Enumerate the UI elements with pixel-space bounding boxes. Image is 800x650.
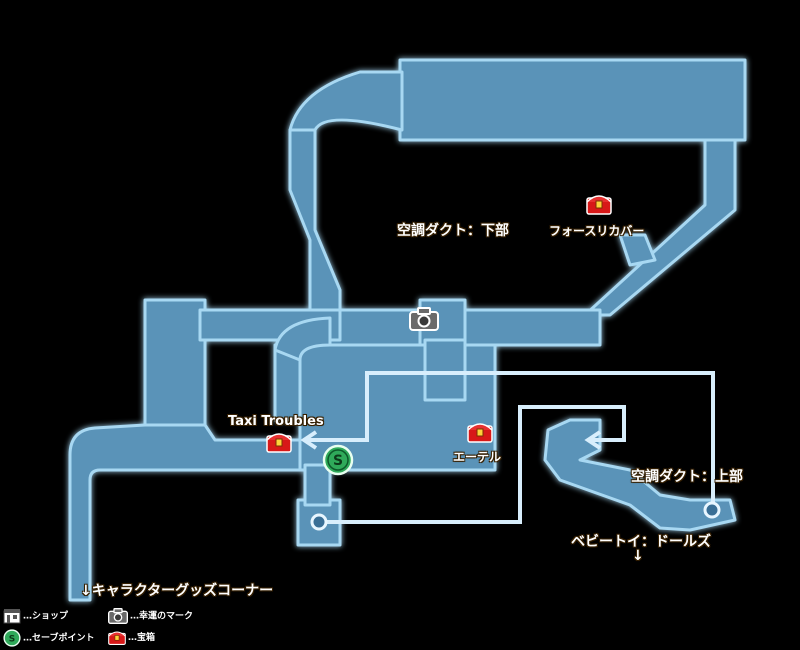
svg-text:S: S: [333, 453, 343, 469]
legend-save-point-text: …セーブポイント: [23, 633, 95, 644]
route-node-left: [310, 513, 328, 531]
label-duct-upper: 空調ダクト：上部: [631, 469, 743, 485]
label-duct-lower: 空調ダクト：下部: [397, 223, 509, 239]
label-taxi-troubles: Taxi Troubles: [228, 414, 324, 429]
route-lines: [305, 371, 715, 524]
legend-treasure: …宝箱: [108, 629, 155, 646]
label-beby-dolls: ベビートイ：ドールズ: [571, 534, 711, 550]
route-arrowheads: [300, 430, 602, 450]
route-node-right: [703, 501, 721, 519]
legend-lucky-mark-text: …幸運のマーク: [130, 611, 194, 622]
treasure-chest-icon[interactable]: [266, 430, 292, 454]
legend-shop-text: …ショップ: [23, 611, 69, 622]
legend-lucky-mark: …幸運のマーク: [108, 608, 193, 624]
label-character-goods: ↓キャラクターグッズコーナー: [80, 583, 274, 599]
svg-text:S: S: [9, 634, 15, 644]
label-ether: エーテル: [453, 450, 502, 464]
lucky-mark-camera-icon: [108, 608, 128, 624]
legend-treasure-text: …宝箱: [128, 633, 156, 643]
treasure-chest-icon[interactable]: [467, 420, 493, 444]
lucky-mark-camera-icon[interactable]: [409, 307, 439, 331]
duct-rooms: [68, 58, 747, 602]
shop-icon: [3, 609, 21, 624]
legend-shop: …ショップ: [3, 608, 68, 624]
save-point-icon: S: [3, 629, 21, 647]
save-point-icon[interactable]: S: [322, 444, 354, 476]
treasure-chest-icon[interactable]: [586, 192, 612, 216]
treasure-chest-icon: [108, 631, 126, 645]
label-beby-arrow: ↓: [632, 548, 644, 564]
label-force-recover: フォースリカバー: [549, 224, 645, 238]
legend-save-point: S …セーブポイント: [3, 629, 94, 647]
